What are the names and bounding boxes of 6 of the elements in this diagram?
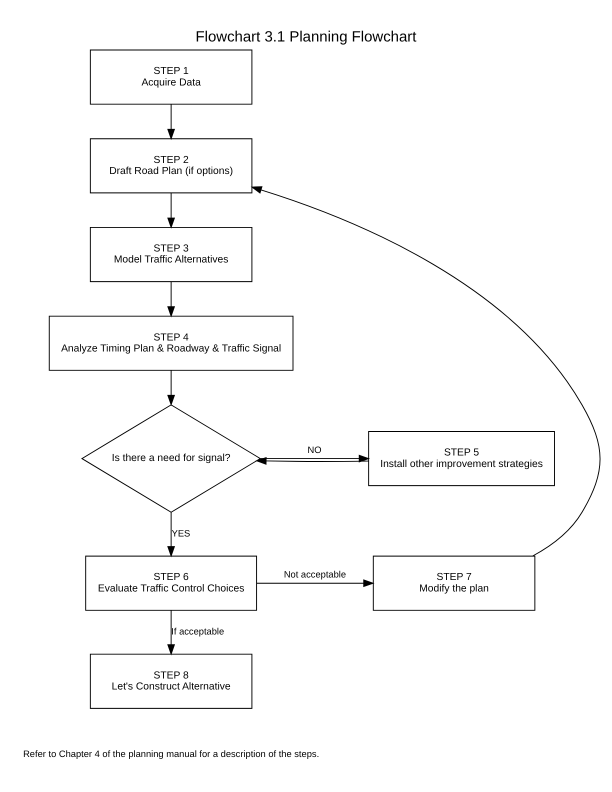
edge-label: NO xyxy=(307,444,322,455)
edge-label: If acceptable xyxy=(171,626,224,637)
edge-label: Not acceptable xyxy=(284,570,346,580)
label: Refer to Chapter 4 of the planning manual for a description of the steps. xyxy=(23,748,320,759)
edge-label: YES xyxy=(172,528,190,539)
diagram-title: Flowchart 3.1 Planning Flowchart xyxy=(196,28,416,46)
